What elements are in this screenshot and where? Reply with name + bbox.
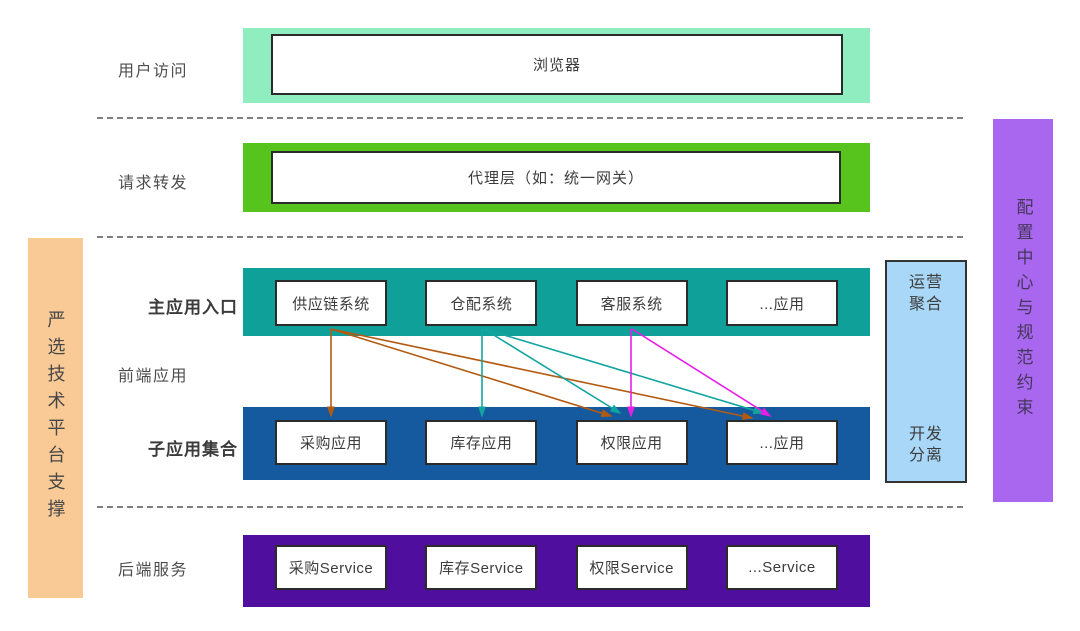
connection-arrow bbox=[631, 328, 772, 417]
dashed-separator bbox=[97, 506, 963, 508]
connection-arrow bbox=[330, 328, 613, 417]
sidebar-platform-support-text: 严选技术平台支撑 bbox=[45, 310, 66, 526]
diagram-box: 仓配系统 bbox=[425, 280, 538, 326]
operation-aggregation-box: 运营聚合 开发分离 bbox=[885, 260, 967, 483]
sub-app-boxes: 采购应用库存应用权限应用 ...应用 bbox=[275, 420, 838, 465]
dashed-separator bbox=[97, 236, 963, 238]
proxy-layer-box: 代理层（如：统一网关） bbox=[271, 151, 841, 204]
label-request-forward: 请求转发 bbox=[118, 175, 189, 192]
label-frontend: 前端应用 bbox=[118, 368, 189, 385]
dashed-separator bbox=[97, 117, 963, 119]
diagram-box: 库存Service bbox=[425, 545, 538, 590]
diagram-box: 供应链系统 bbox=[275, 280, 387, 326]
connection-arrow bbox=[483, 328, 765, 415]
connection-arrow bbox=[483, 328, 622, 414]
band-user-access: 浏览器 bbox=[243, 28, 870, 103]
sidebar-platform-support: 严选技术平台支撑 bbox=[28, 238, 83, 598]
diagram-box: 采购应用 bbox=[275, 420, 387, 465]
diagram-box: 库存应用 bbox=[425, 420, 538, 465]
label-sub-apps: 子应用集合 bbox=[148, 440, 238, 459]
label-user-access: 用户访问 bbox=[118, 63, 189, 80]
band-sub-apps: 采购应用库存应用权限应用 ...应用 bbox=[243, 407, 870, 480]
diagram-box: 采购Service bbox=[275, 545, 387, 590]
sidebar-config-center: 配置中心与规范约束 bbox=[993, 119, 1053, 502]
diagram-box: ...Service bbox=[725, 545, 838, 590]
band-main-entry: 供应链系统仓配系统客服系统 ...应用 bbox=[243, 268, 870, 336]
diagram-box: ...应用 bbox=[725, 420, 838, 465]
label-backend: 后端服务 bbox=[118, 562, 189, 579]
label-main-entry: 主应用入口 bbox=[148, 298, 238, 317]
band-backend-services: 采购Service 库存Service 权限Service ...Service bbox=[243, 535, 870, 607]
band-request-forward: 代理层（如：统一网关） bbox=[243, 143, 870, 212]
diagram-box: 客服系统 bbox=[575, 280, 688, 326]
operation-aggregation-text: 运营聚合 bbox=[908, 274, 943, 313]
dev-separation-text: 开发分离 bbox=[908, 425, 943, 465]
browser-box: 浏览器 bbox=[271, 34, 843, 95]
diagram-box: ...应用 bbox=[725, 280, 838, 326]
backend-service-boxes: 采购Service 库存Service 权限Service ...Service bbox=[275, 545, 838, 590]
main-entry-boxes: 供应链系统仓配系统客服系统 ...应用 bbox=[275, 280, 838, 326]
diagram-box: 权限Service bbox=[575, 545, 688, 590]
connection-arrow bbox=[330, 328, 754, 420]
diagram-box: 权限应用 bbox=[575, 420, 688, 465]
sidebar-config-center-text: 配置中心与规范约束 bbox=[1013, 198, 1033, 423]
